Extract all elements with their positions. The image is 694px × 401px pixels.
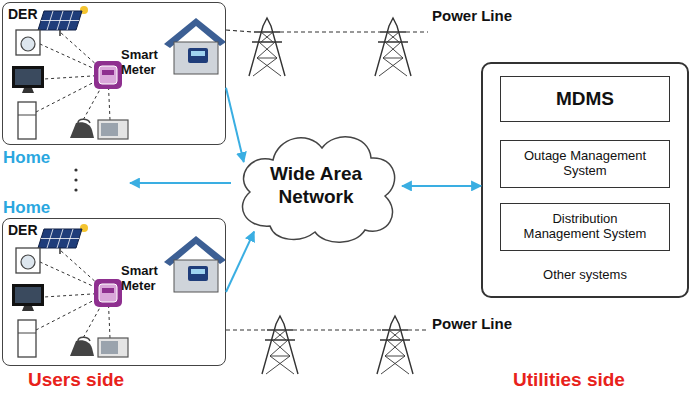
- network-arrow: [130, 182, 231, 184]
- system-box: MDMS: [500, 76, 670, 122]
- node-label: Distribution Management System: [522, 212, 648, 242]
- power-line: [226, 329, 267, 330]
- power-line: [408, 329, 428, 330]
- meter-label: Smart Meter: [121, 264, 175, 294]
- cloud-shape: [243, 137, 395, 242]
- tower-symbol: [375, 18, 411, 76]
- node-label: MDMS: [556, 88, 614, 110]
- continuation-dots: [74, 168, 77, 191]
- home-box: HomeDERSmart Meter: [2, 218, 226, 366]
- side-label: Utilities side: [513, 369, 625, 391]
- network-connector: [226, 88, 244, 162]
- utilities-box: Other systems MDMS Outage Management Syste…: [481, 62, 689, 298]
- home-box: DERSmart MeterHome: [2, 2, 226, 145]
- network-connector: [402, 185, 481, 187]
- network-cloud: Wide Area Network: [230, 126, 402, 246]
- power-line: [280, 31, 380, 32]
- dot: [74, 168, 77, 171]
- power-lines: [226, 30, 428, 330]
- system-box: Outage Management System: [500, 140, 670, 188]
- power-line-label: Power Line: [432, 315, 512, 332]
- power-line: [226, 30, 254, 32]
- network-connector: [226, 232, 254, 292]
- tower-symbol: [377, 316, 413, 374]
- home-label: Home: [3, 148, 50, 168]
- node-label: Outage Management System: [522, 149, 648, 179]
- dot: [74, 188, 77, 191]
- power-line: [293, 329, 382, 330]
- tower-symbol: [262, 316, 298, 374]
- side-label: Users side: [28, 369, 124, 391]
- der-label: DER: [8, 6, 38, 22]
- dot: [74, 178, 77, 181]
- power-line-label: Power Line: [432, 7, 512, 24]
- system-box: Distribution Management System: [500, 203, 670, 251]
- home-label: Home: [3, 198, 50, 218]
- der-label: DER: [8, 222, 38, 238]
- node-label: Wide Area Network: [250, 163, 382, 209]
- meter-label: Smart Meter: [121, 48, 175, 78]
- home-illustration: [12, 224, 226, 357]
- home-illustration: [12, 6, 226, 139]
- power-line: [406, 31, 428, 32]
- tower-symbol: [249, 18, 285, 76]
- systems-note: Other systems: [483, 268, 687, 283]
